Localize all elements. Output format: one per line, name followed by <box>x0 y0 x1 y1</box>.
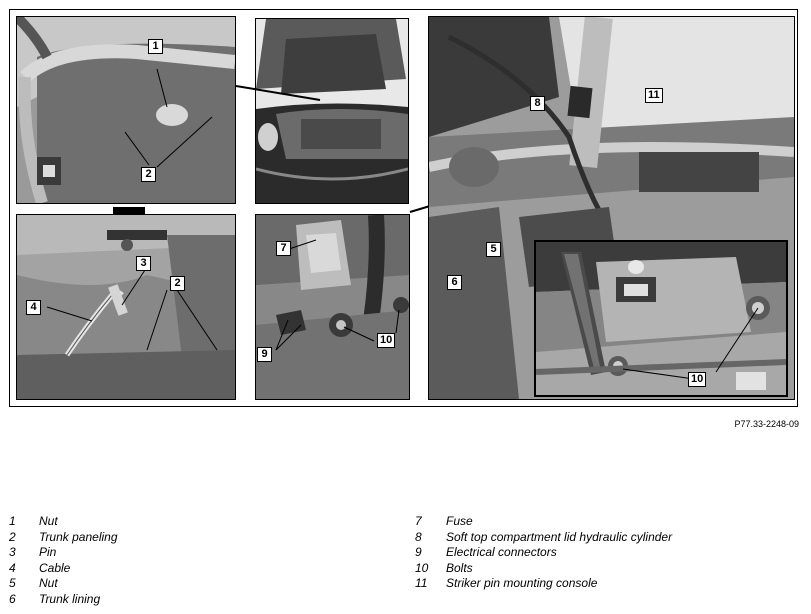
callout-11: 11 <box>645 88 663 103</box>
photo-inset-striker-bolts <box>534 240 788 397</box>
callout-8: 8 <box>530 96 545 111</box>
photo-car-rear-open-trunk <box>255 18 409 204</box>
callout-10-inset: 10 <box>688 372 707 387</box>
callout-4: 4 <box>26 300 41 315</box>
callout-5: 5 <box>486 242 501 257</box>
callout-1: 1 <box>148 39 163 54</box>
callout-9: 9 <box>257 347 272 362</box>
figure-code: P77.33-2248-09 <box>734 419 799 429</box>
photo-fuse-connectors <box>255 214 410 400</box>
callout-7: 7 <box>276 241 291 256</box>
callout-3: 3 <box>136 256 151 271</box>
photo-pin-cable <box>16 214 236 400</box>
callout-2-bottom: 2 <box>170 276 185 291</box>
callout-6: 6 <box>447 275 462 290</box>
callout-10-left: 10 <box>377 333 396 348</box>
photo-trunk-paneling-nut <box>16 16 236 204</box>
callout-2-top: 2 <box>141 167 156 182</box>
